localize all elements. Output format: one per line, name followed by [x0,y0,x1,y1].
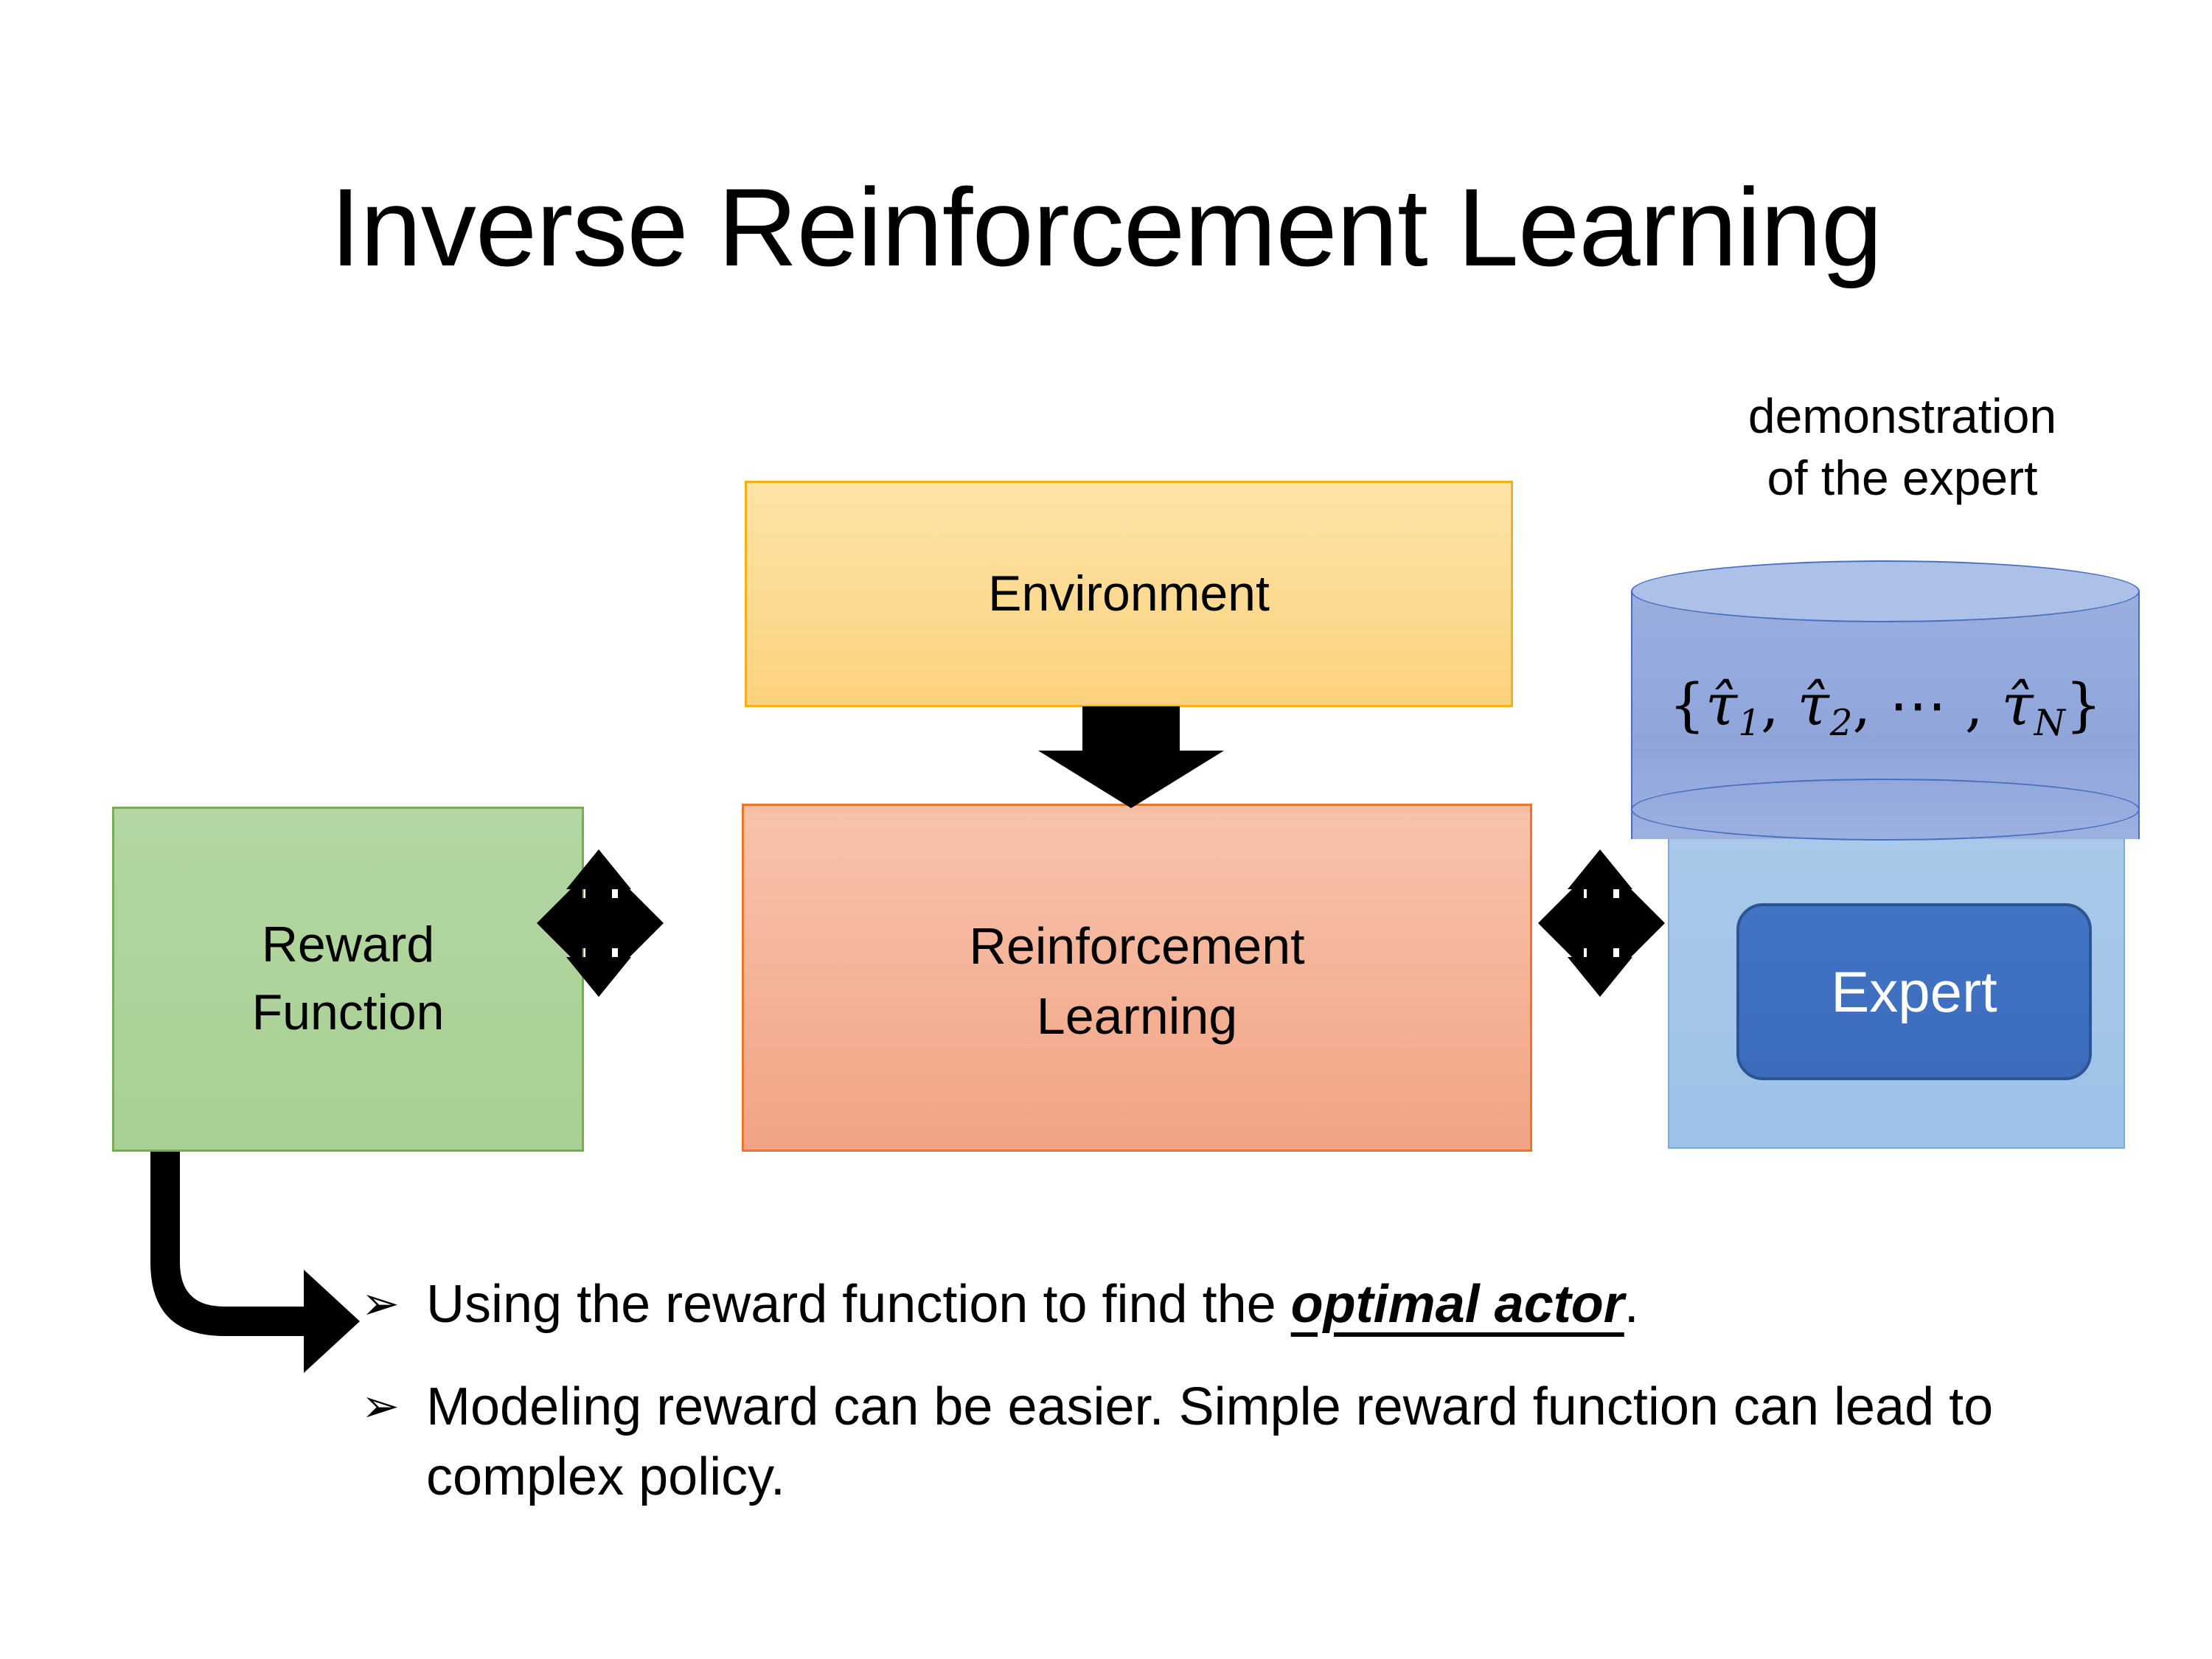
list-item: ➢ Using the reward function to find the … [361,1270,2094,1340]
reward-function-label: Reward Function [251,917,445,1040]
demonstration-cylinder[interactable]: {τ̂1, τ̂2, ⋯ , τ̂N} [1631,560,2140,870]
bullet-1-text-before: Using the reward function to find the [426,1275,1291,1334]
cylinder-bottom-ellipse [1631,779,2140,841]
formula-sep-2: , ⋯ , [1852,672,2002,739]
expert-box[interactable]: Expert [1736,903,2092,1080]
formula-open-brace: { [1669,672,1706,739]
formula-sub-1: 1 [1738,702,1761,744]
formula-sub-2: 2 [1829,702,1853,744]
demonstration-caption: demonstration of the expert [1747,389,2057,506]
formula-tau-1: τ̂ [1705,672,1738,739]
expert-label: Expert [1831,959,1997,1024]
bullet-text: Using the reward function to find the op… [426,1270,2094,1340]
formula-tau-n: τ̂ [2001,672,2034,739]
formula-close-brace: } [2065,672,2102,739]
environment-box[interactable]: Environment [745,481,1513,707]
list-item: ➢ Modeling reward can be easier. Simple … [361,1372,2094,1512]
four-way-arrow-left-icon [556,854,745,990]
formula-tau-2: τ̂ [1797,672,1829,739]
bullet-list: ➢ Using the reward function to find the … [361,1270,2094,1545]
reinforcement-learning-box[interactable]: Reinforcement Learning [742,813,1532,1152]
bent-elbow-arrow-icon [150,1152,360,1373]
cylinder-top-ellipse [1631,560,2140,622]
bullet-1-emphasis: optimal actor [1290,1275,1624,1334]
bullet-arrow-icon: ➢ [361,1381,400,1433]
environment-label: Environment [988,565,1270,622]
bullet-2-text: Modeling reward can be easier. Simple re… [426,1377,1994,1507]
formula-sub-n: N [2034,702,2065,744]
formula-sep-1: , [1760,672,1798,739]
reinforcement-learning-label: Reinforcement Learning [969,917,1305,1045]
trajectory-set-formula: {τ̂1, τ̂2, ⋯ , τ̂N} [1631,672,2140,744]
reward-function-box[interactable]: Reward Function [112,807,584,1152]
bullet-arrow-icon: ➢ [361,1279,400,1329]
four-way-arrow-rl-expert [1538,849,1665,997]
page-title: Inverse Reinforcement Learning [330,165,1883,289]
down-arrow-icon [1038,706,1224,808]
bullet-1-text-after: . [1624,1275,1639,1334]
